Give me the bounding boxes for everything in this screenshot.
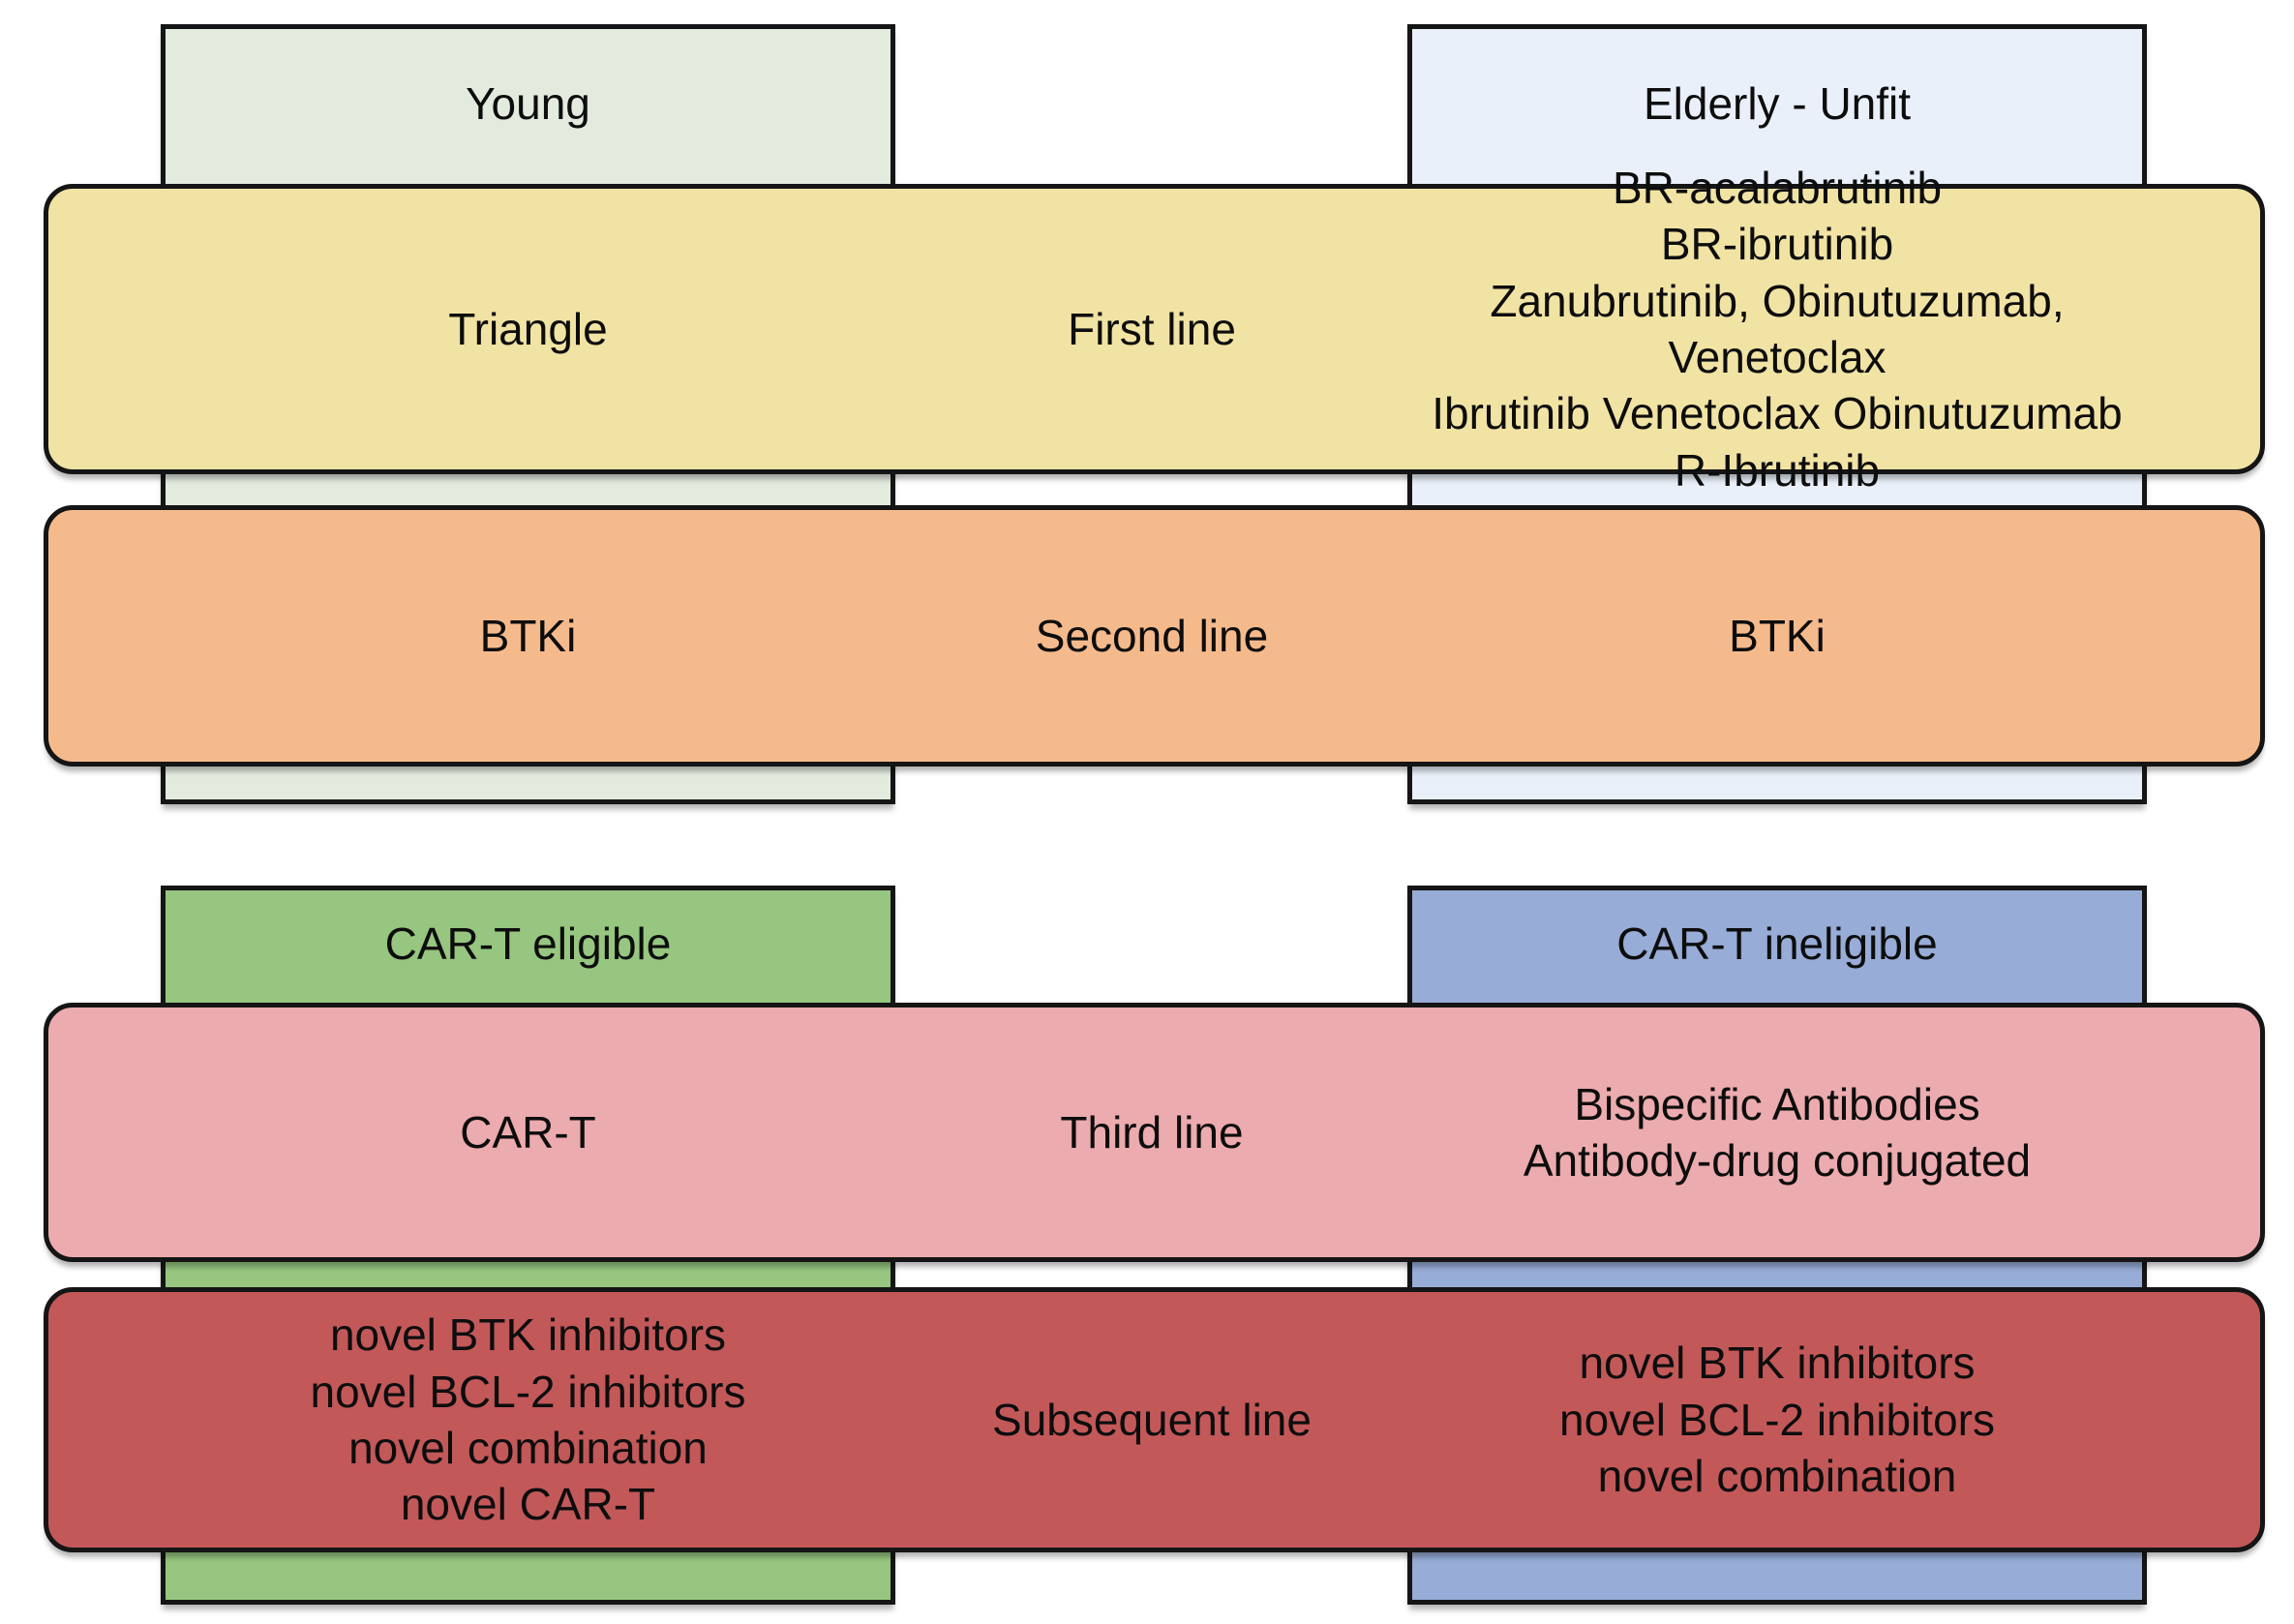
third-line-cart-eligible-option: CAR-T bbox=[460, 1106, 596, 1158]
first-line-elderly-options: BR-acalabrutinib BR-ibrutinib Zanubrutin… bbox=[1432, 162, 2123, 496]
young-column-label: Young bbox=[466, 77, 590, 129]
first-line-young-option: Triangle bbox=[448, 303, 608, 354]
second-line-young-option: BTKi bbox=[479, 610, 577, 661]
subsequent-line-cart-ineligible-options: novel BTK inhibitors novel BCL-2 inhibit… bbox=[1558, 1338, 1995, 1502]
second-line-band: BTKi Second line BTKi bbox=[44, 505, 2265, 767]
third-line-band: CAR-T Third line Bispecific Antibodies A… bbox=[44, 1003, 2265, 1262]
elderly-unfit-column-label: Elderly - Unfit bbox=[1643, 77, 1912, 129]
first-line-label: First line bbox=[1068, 303, 1236, 354]
cart-ineligible-column-label: CAR-T ineligible bbox=[1616, 917, 1938, 969]
subsequent-line-label: Subsequent line bbox=[992, 1394, 1312, 1445]
cart-eligible-column-label: CAR-T eligible bbox=[384, 917, 672, 969]
first-line-band: Triangle First line BR-acalabrutinib BR-… bbox=[44, 162, 2265, 496]
third-line-label: Third line bbox=[1060, 1106, 1244, 1158]
subsequent-line-band: novel BTK inhibitors novel BCL-2 inhibit… bbox=[44, 1287, 2265, 1552]
second-line-label: Second line bbox=[1035, 610, 1269, 661]
subsequent-line-cart-eligible-options: novel BTK inhibitors novel BCL-2 inhibit… bbox=[310, 1309, 746, 1530]
second-line-elderly-options: BTKi bbox=[1729, 610, 1826, 661]
third-line-cart-ineligible-options: Bispecific Antibodies Antibody-drug conj… bbox=[1523, 1078, 2032, 1186]
